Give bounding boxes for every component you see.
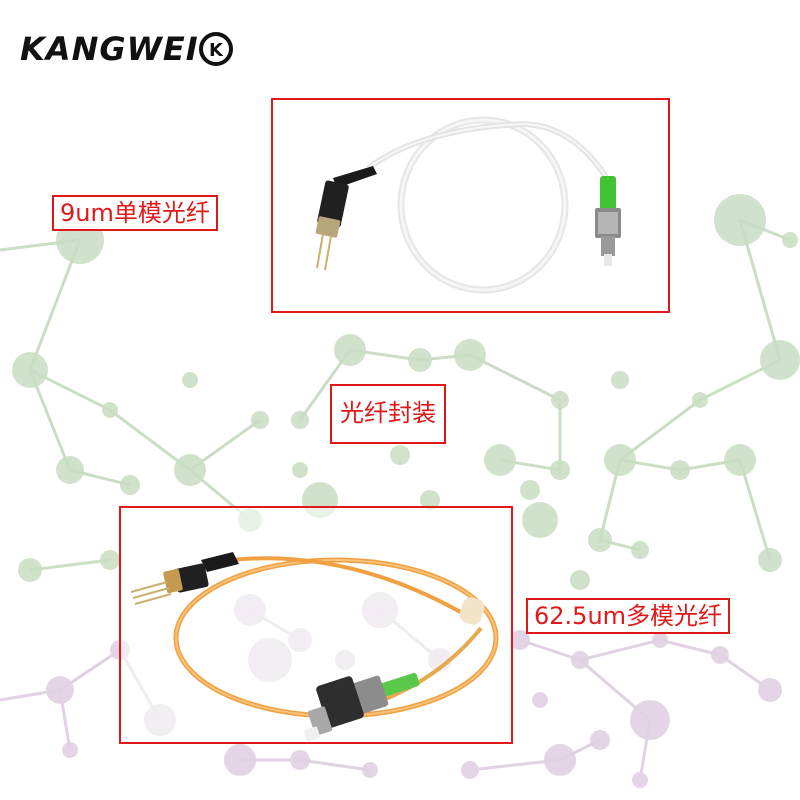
- brand-name: KANGWEI: [20, 30, 199, 68]
- fiber-package-label: 光纤封装: [330, 384, 446, 444]
- pigtailed-laser-multimode-icon: [130, 552, 499, 742]
- multi-mode-fiber-label: 62.5um多模光纤: [526, 598, 731, 634]
- brand-logo: KANGWEI K: [20, 26, 240, 72]
- multi-mode-product-frame: [119, 506, 513, 744]
- kangwei-logo-icon: K: [199, 32, 233, 66]
- single-mode-fiber-label: 9um单模光纤: [52, 195, 218, 231]
- pigtailed-laser-singlemode-icon: [315, 116, 621, 294]
- single-mode-product-frame: [271, 98, 670, 313]
- logo-mark-letter: K: [209, 40, 224, 61]
